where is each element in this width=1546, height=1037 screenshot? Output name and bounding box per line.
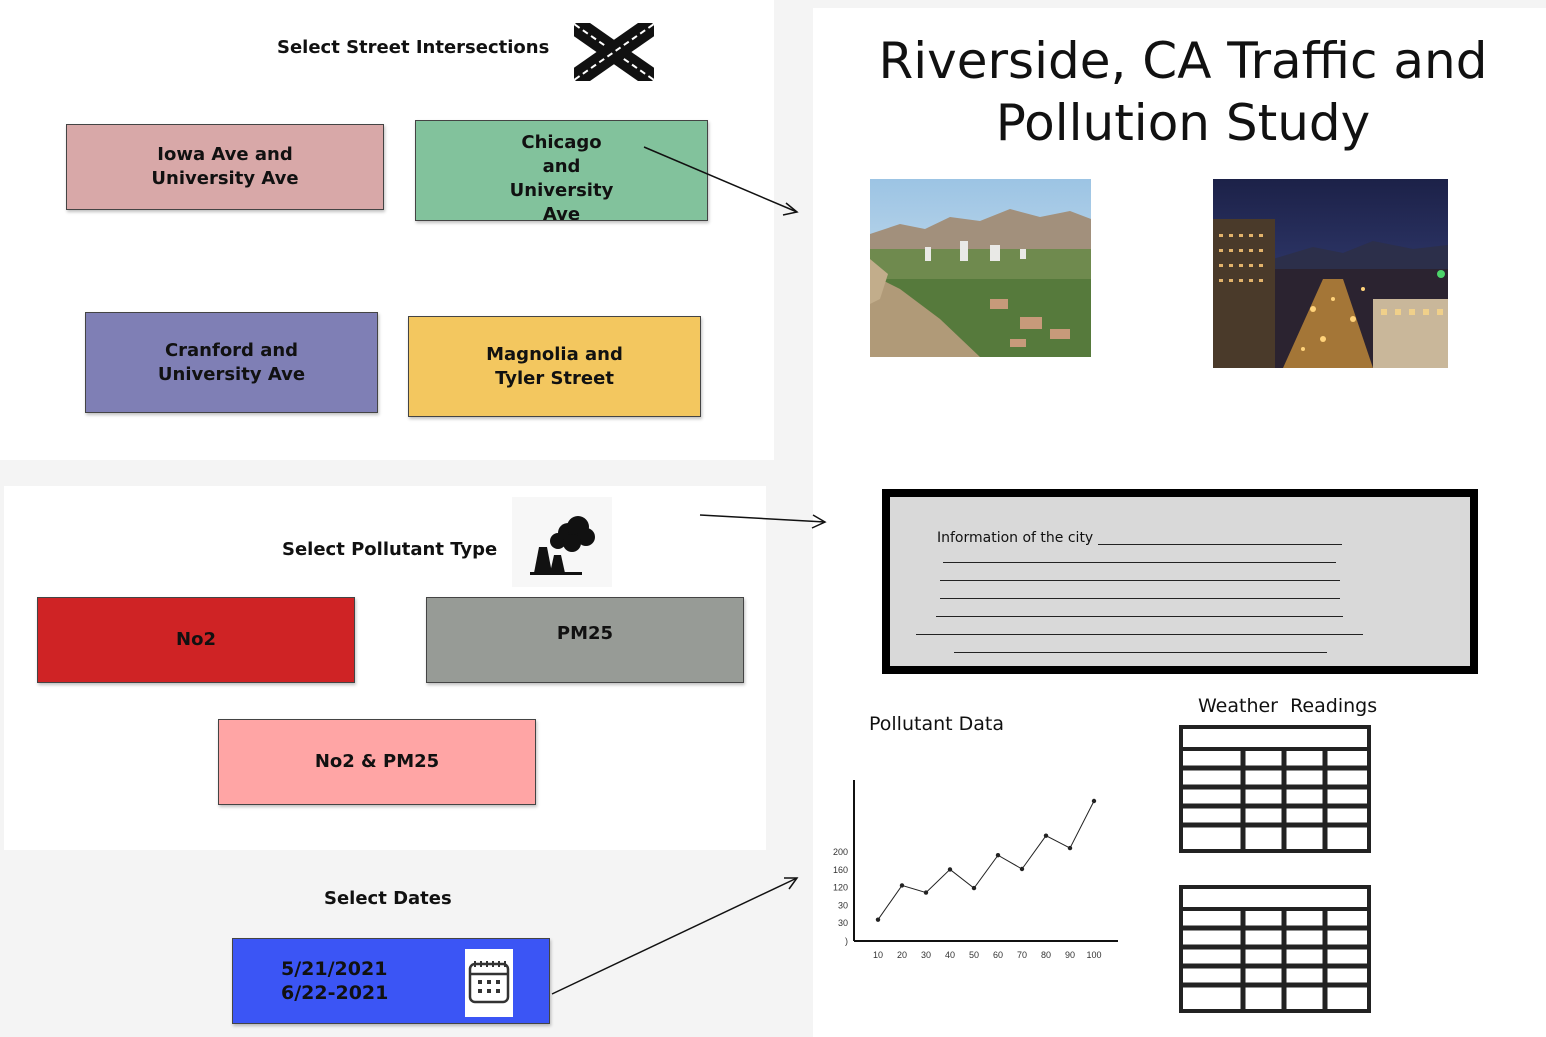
info-line	[936, 616, 1343, 617]
x-tick-label: 20	[897, 950, 907, 960]
info-line	[940, 598, 1340, 599]
weather-table-icon	[1179, 725, 1371, 853]
x-tick-label: 40	[945, 950, 955, 960]
x-tick-label: 60	[993, 950, 1003, 960]
y-tick-label: )	[845, 936, 848, 946]
pollutant-chart-title: Pollutant Data	[869, 713, 1004, 735]
series-line	[877, 800, 1095, 920]
factory-smoke-icon	[512, 497, 612, 587]
x-tick-label: 80	[1041, 950, 1051, 960]
start-date: 5/21/2021	[281, 958, 388, 980]
city-info-box: Information of the city	[882, 489, 1478, 674]
intersection-cranford-button[interactable]: Cranford and University Ave	[85, 312, 378, 413]
pollutant-both-button[interactable]: No2 & PM25	[218, 719, 536, 805]
riverside-day-photo	[870, 179, 1091, 357]
x-tick-label: 30	[921, 950, 931, 960]
city-info-label: Information of the city	[937, 530, 1094, 546]
data-point	[1091, 798, 1097, 804]
x-tick-label: 10	[873, 950, 883, 960]
pollutants-heading: Select Pollutant Type	[282, 539, 498, 560]
dates-heading: Select Dates	[324, 888, 452, 909]
y-tick-label: 120	[833, 883, 848, 893]
info-line	[940, 580, 1340, 581]
y-tick-label: 200	[833, 847, 848, 857]
data-point	[1043, 833, 1049, 838]
data-point	[971, 885, 977, 891]
data-point	[1067, 845, 1073, 851]
x-tick-label: 50	[969, 950, 979, 960]
y-tick-label: 30	[838, 918, 848, 928]
pollutant-pm25-button[interactable]: PM25	[426, 597, 744, 683]
intersection-chicago-button[interactable]: Chicago and University Ave	[415, 120, 708, 221]
date-range-text: 5/21/2021 6/22-2021	[281, 957, 388, 1005]
pollutant-chart: 10 20 30 40 50 60 70 80 90 100) 30 30 120 160 200	[833, 780, 1118, 960]
calendar-icon[interactable]	[465, 949, 513, 1017]
end-date: 6/22-2021	[281, 982, 389, 1004]
x-tick-label: 70	[1017, 950, 1027, 960]
data-point	[1019, 866, 1025, 872]
weather-readings-title: Weather Readings	[1198, 695, 1378, 717]
pollutant-no2-button[interactable]: No2	[37, 597, 355, 683]
intersections-heading: Select Street Intersections	[277, 37, 550, 58]
y-tick-label: 30	[838, 900, 848, 910]
info-line	[916, 634, 1363, 635]
crossroads-icon	[574, 23, 654, 81]
data-point	[947, 867, 953, 872]
page-title: Riverside, CA Traffic and Pollution Stud…	[878, 32, 1488, 152]
x-tick-label: 100	[1086, 950, 1101, 960]
info-line	[943, 562, 1336, 563]
weather-table-icon	[1179, 885, 1371, 1013]
riverside-night-photo	[1213, 179, 1448, 368]
info-line	[1098, 544, 1342, 545]
data-point	[923, 890, 929, 895]
y-tick-label: 160	[833, 865, 848, 875]
intersection-iowa-button[interactable]: Iowa Ave and University Ave	[66, 124, 384, 210]
x-tick-label: 90	[1065, 950, 1075, 960]
intersection-magnolia-button[interactable]: Magnolia and Tyler Street	[408, 316, 701, 417]
data-point	[995, 853, 1001, 858]
data-point	[899, 883, 905, 888]
data-point	[875, 917, 881, 922]
info-line	[954, 652, 1327, 653]
